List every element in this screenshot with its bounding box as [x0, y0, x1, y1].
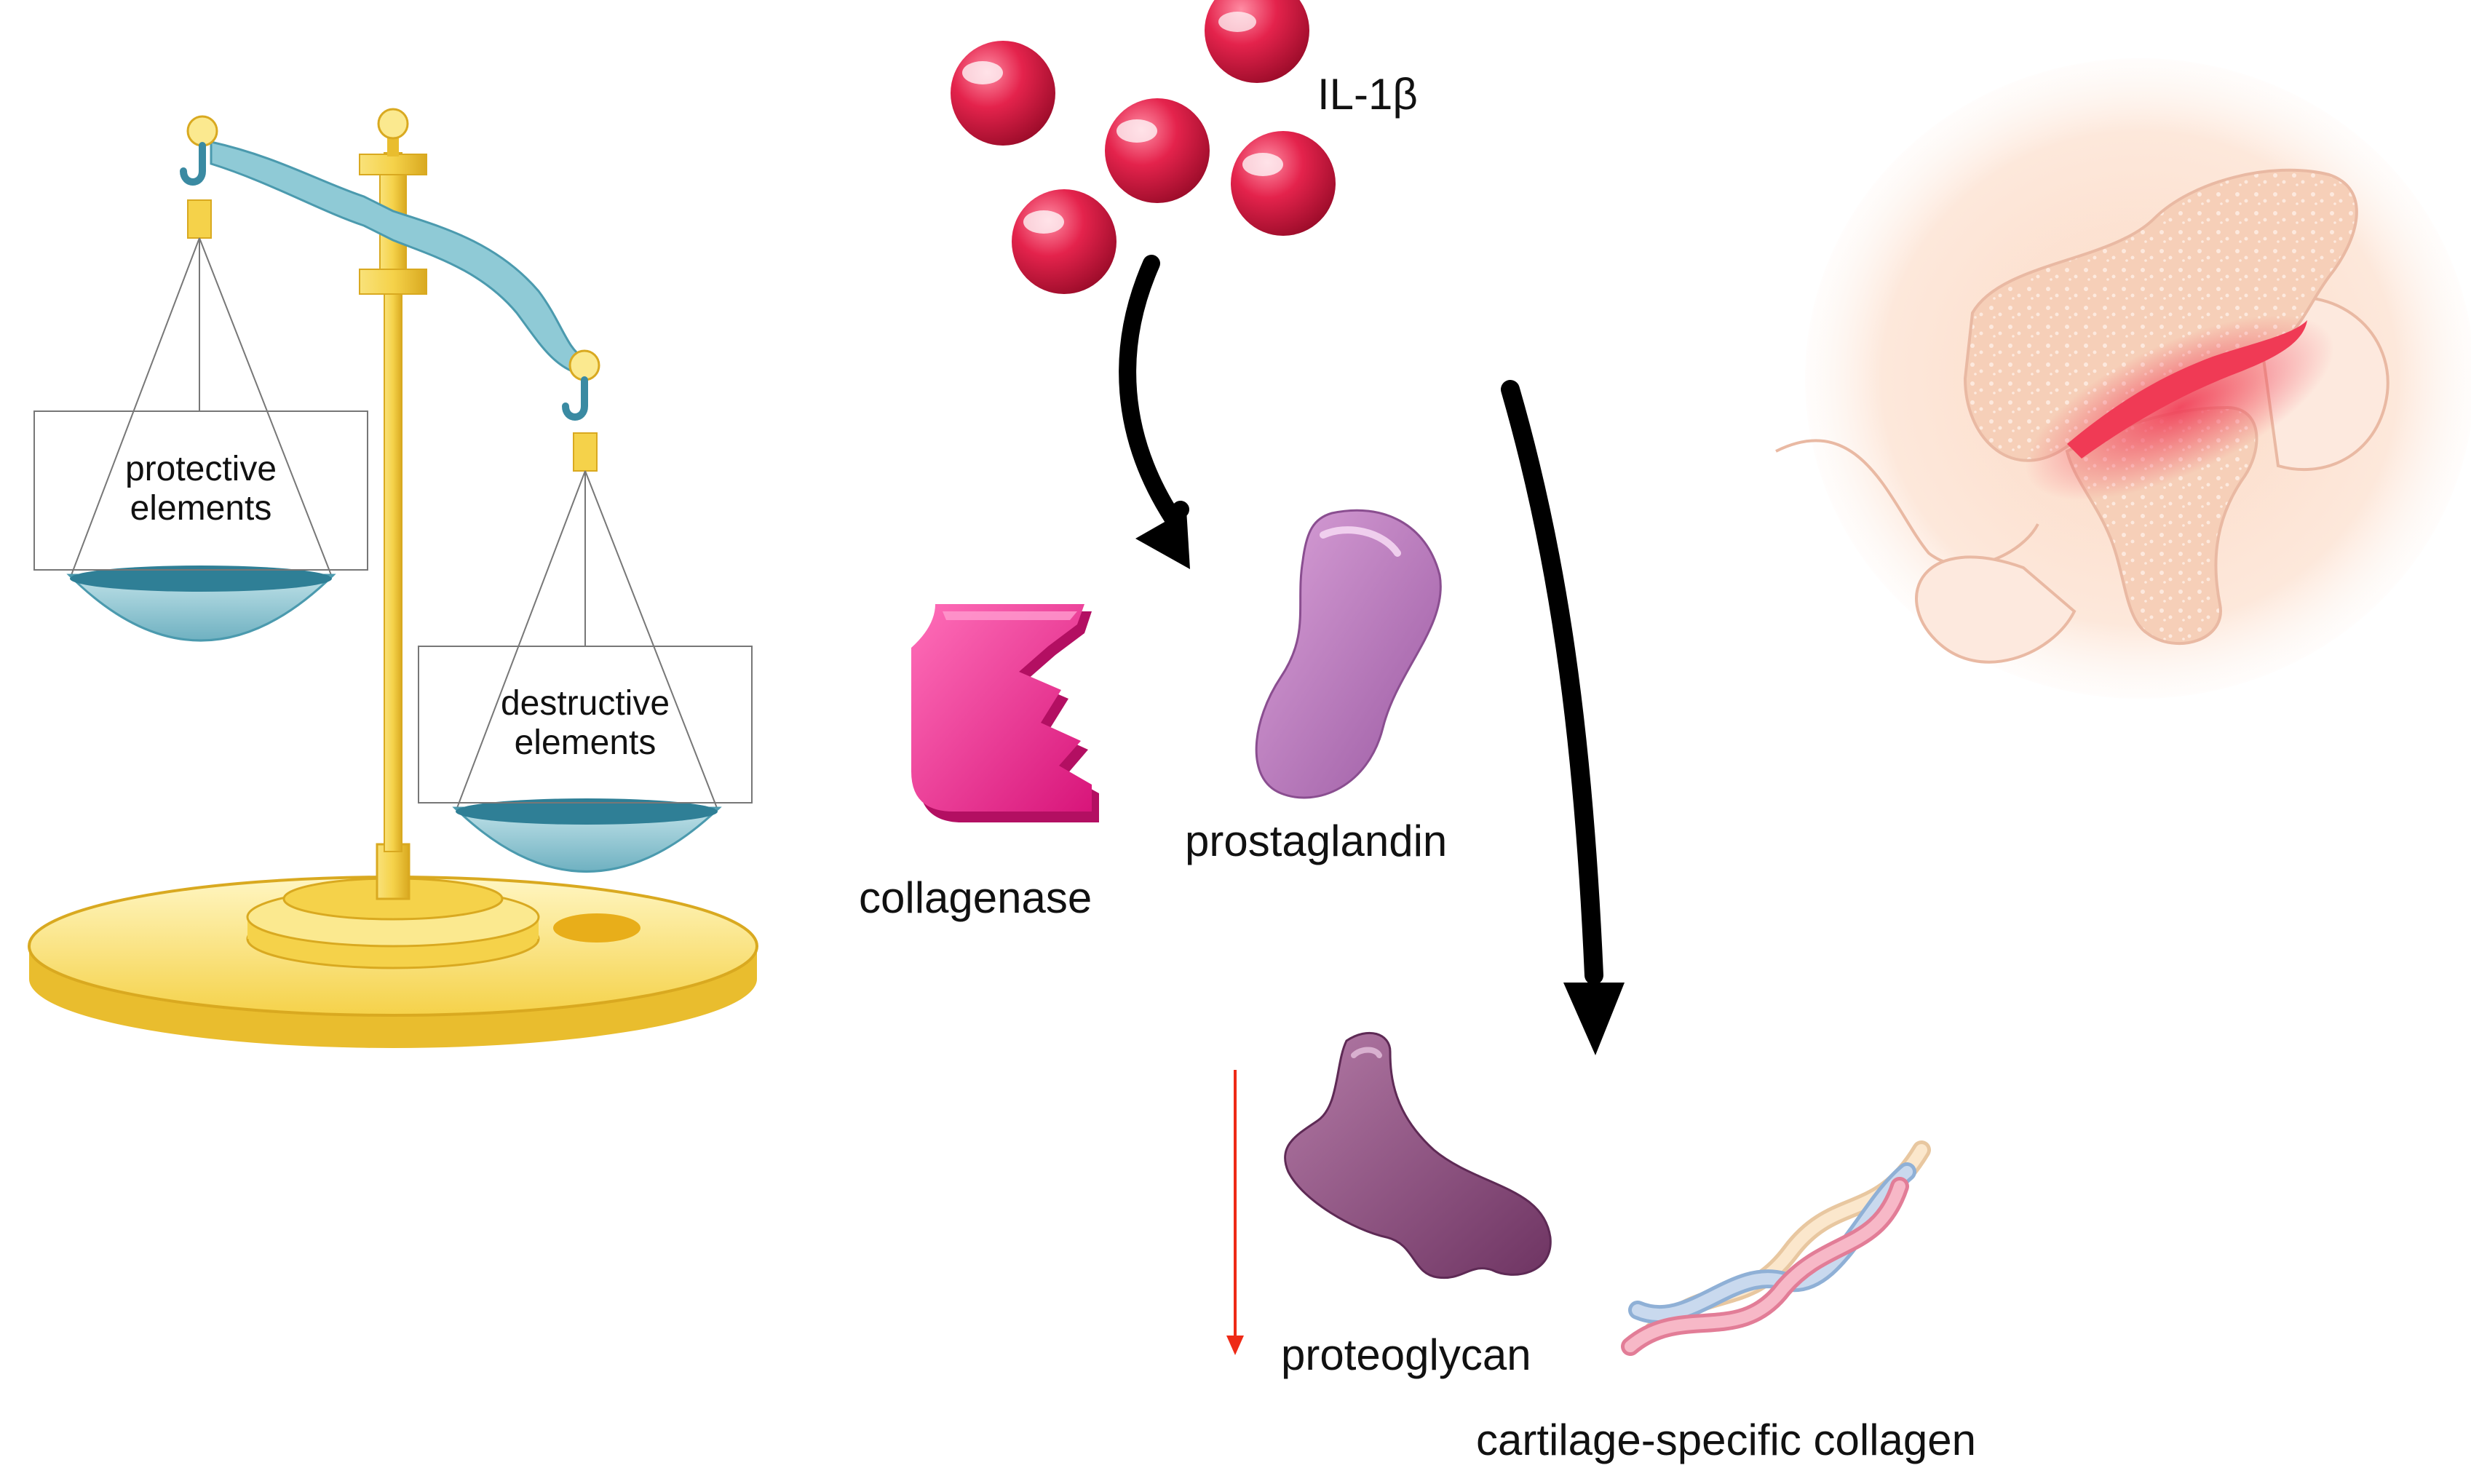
arrow-head-left — [1135, 509, 1190, 569]
prostaglandin-label: prostaglandin — [1185, 817, 1448, 865]
cartilage-collagen-label: cartilage-specific collagen — [1476, 1416, 1977, 1464]
protective-label-line1: protective — [124, 450, 277, 488]
proteoglycan-icon — [1284, 1031, 1552, 1279]
proteoglycan-label: proteoglycan — [1281, 1330, 1531, 1379]
protective-elements-label: protective elements — [34, 450, 368, 528]
destructive-label-line1: destructive — [500, 684, 670, 723]
decrease-arrow-head — [1226, 1336, 1244, 1355]
collagen-triple-helix-icon — [1621, 1140, 1931, 1356]
collagenase-enzyme-icon — [911, 604, 1099, 822]
arrow-to-matrix — [1501, 380, 1603, 985]
collagenase-label: collagenase — [859, 873, 1092, 922]
destructive-elements-box — [418, 646, 753, 803]
protective-elements-box — [33, 410, 368, 571]
balance-scale-icon — [28, 108, 758, 1048]
destructive-label-line2: elements — [514, 723, 657, 762]
protective-label-line2: elements — [130, 488, 272, 528]
il1b-molecule-icon — [951, 0, 1336, 294]
arrow-to-enzymes — [1119, 255, 1189, 530]
inflamed-joint-icon — [1775, 58, 2471, 699]
arrow-head-right — [1563, 983, 1625, 1055]
prostaglandin-icon — [1255, 509, 1442, 799]
il1b-label: IL-1β — [1317, 70, 1418, 119]
destructive-elements-label: destructive elements — [419, 684, 752, 763]
